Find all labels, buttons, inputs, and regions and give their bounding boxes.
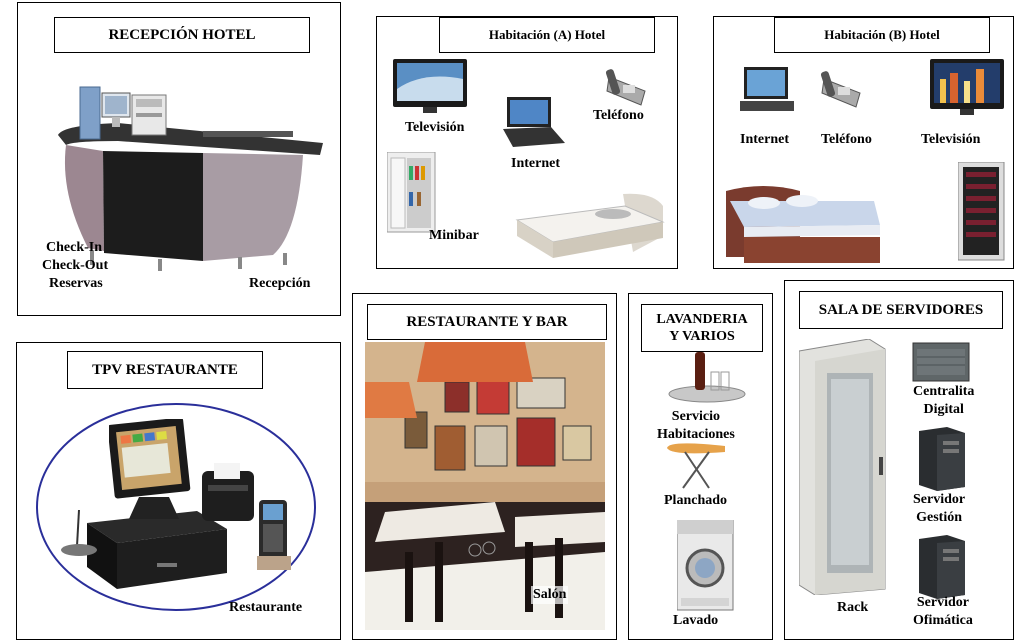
laundry-label-service: Servicio Habitaciones [657,408,735,444]
card-reader-icon [257,500,291,570]
cash-drawer-icon [87,511,227,589]
pos-panel: TPV RESTAURANTE Restaurante [16,342,341,640]
room-b-title: Habitación (B) Hotel [774,17,990,53]
laundry-panel: LAVANDERIA Y VARIOS Servicio Habitacione… [628,293,773,640]
reception-title: RECEPCIÓN HOTEL [54,17,310,53]
laundry-label-service-line1: Servicio [671,409,720,424]
room-b-television-icon [930,59,1004,115]
telephone-icon [605,69,646,106]
label-reservas: Reservas [49,276,103,291]
restaurant-label-salon: Salón [531,586,569,604]
laundry-title-line1: LAVANDERIA [656,312,748,327]
reception-desk-icon [58,123,323,271]
room-b-laptop-icon [740,67,794,111]
reception-panel: RECEPCIÓN HOTEL Check-In Check-Out Reser… [17,2,341,316]
pos-terminal-icon [109,419,191,519]
servers-label-mgmt-line1: Servidor [913,492,966,507]
room-a-label-phone: Teléfono [593,108,644,123]
servers-label-pbx-line2: Digital [923,402,964,417]
laundry-label-ironing: Planchado [664,493,728,508]
laundry-label-washing: Lavado [673,613,719,628]
room-b-label-phone: Teléfono [821,132,872,147]
servers-panel: SALA DE SERVIDORES Rack Centralita Digit… [784,280,1014,640]
laundry-title: LAVANDERIA Y VARIOS [641,304,763,352]
server-icon [919,427,965,491]
servers-label-pbx-line1: Centralita [913,384,975,399]
computer-icon [79,86,131,140]
room-b-bed-icon [726,186,880,263]
servers-label-pbx: Centralita Digital [913,383,974,419]
bed-icon [515,193,665,258]
laptop-icon [503,97,565,147]
servers-label-office-line1: Servidor [916,595,969,610]
room-b-label-tv: Televisión [921,132,981,147]
room-a-label-minibar: Minibar [429,228,479,243]
ironing-board-icon [667,443,725,489]
servers-label-office: Servidor Ofimática [913,594,973,630]
wine-fridge-icon [958,162,1005,261]
laundry-label-service-line2: Habitaciones [657,427,735,442]
pbx-icon [912,342,970,382]
office-server-icon [919,535,965,599]
pos-oval [36,403,316,611]
pos-label-restaurante: Restaurante [229,600,303,615]
room-b-panel: Habitación (B) Hotel Internet Teléfono T… [713,16,1014,269]
television-icon [393,59,467,113]
servers-title: SALA DE SERVIDORES [799,291,1003,329]
room-a-title: Habitación (A) Hotel [439,17,655,53]
antenna-icon [61,509,97,556]
restaurant-panel: RESTAURANTE Y BAR Salón [352,293,617,640]
receipt-printer-icon [202,463,254,521]
laundry-title-line2: Y VARIOS [669,329,735,344]
room-a-panel: Habitación (A) Hotel Televisión Teléfono… [376,16,678,269]
room-a-label-internet: Internet [511,156,560,171]
servers-label-mgmt: Servidor Gestión [913,491,965,527]
label-checkout: Check-Out [42,258,109,273]
tray-icon [668,352,746,403]
label-recepcion: Recepción [249,276,311,291]
washing-machine-icon [677,520,734,611]
room-b-label-internet: Internet [740,132,789,147]
minibar-icon [387,152,436,233]
restaurant-title: RESTAURANTE Y BAR [367,304,607,340]
room-a-label-tv: Televisión [405,120,465,135]
rack-icon [799,339,886,595]
pos-title: TPV RESTAURANTE [67,351,263,389]
restaurant-photo-icon [365,342,605,630]
servers-label-mgmt-line2: Gestión [916,510,962,525]
printer-icon [131,94,167,136]
room-b-telephone-icon [820,71,861,108]
label-checkin: Check-In [46,240,103,255]
servers-label-office-line2: Ofimática [913,613,973,628]
servers-label-rack: Rack [837,600,869,615]
